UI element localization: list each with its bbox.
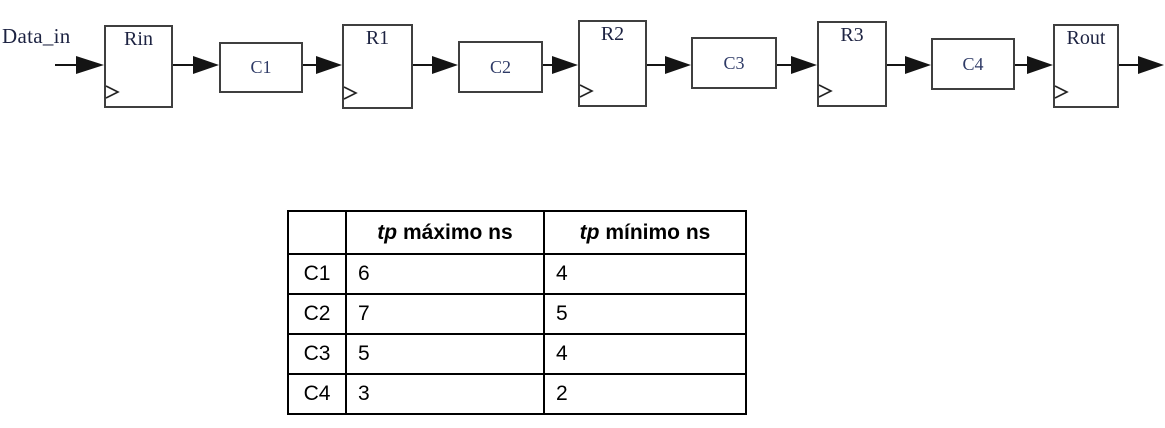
tp-symbol: tp [377,220,398,244]
row-label: C3 [287,333,347,375]
register-label: R3 [840,24,864,46]
clock-input-icon [818,84,833,98]
register-rout: Rout [1053,24,1119,108]
arrow-r3-to-c4-icon [887,56,931,74]
arrow-c1-to-r1-icon [303,56,342,74]
arrow-r2-to-c3-icon [647,56,691,74]
tp-max-value: 3 [345,373,545,415]
register-label: R2 [600,23,625,45]
tp-max-value: 7 [345,293,545,335]
arrow-c4-to-rout-icon [1015,56,1053,74]
logic-block-label: C3 [723,52,745,73]
row-label: C2 [287,293,347,335]
logic-block-c3: C3 [691,37,777,89]
arrow-rin-to-c1-icon [173,56,219,74]
register-label: Rin [124,28,153,50]
clock-input-icon [105,85,120,99]
logic-block-label: C1 [250,57,272,77]
table-row: C3 5 4 [287,333,747,375]
table-row: C2 7 5 [287,293,747,335]
col-header-text: mínimo ns [605,220,711,244]
table-row: C4 3 2 [287,373,747,415]
row-label: C1 [287,253,347,295]
row-label: C4 [287,373,347,415]
register-r2: R2 [578,20,647,107]
data-in-label: Data_in [2,24,71,48]
tp-max-value: 6 [345,253,545,295]
tp-min-value: 4 [543,253,747,295]
tp-symbol: tp [579,220,600,244]
clock-input-icon [343,86,358,100]
col-header-text: máximo ns [402,220,513,244]
logic-block-label: C4 [962,53,984,74]
logic-block-c1: C1 [219,42,303,93]
table-corner-cell [287,210,347,255]
tp-min-value: 5 [543,293,747,335]
tp-min-value: 4 [543,333,747,375]
register-rin: Rin [104,25,173,108]
tp-max-value: 5 [345,333,545,375]
arrow-c3-to-r3-icon [777,56,817,74]
data-out-arrow-icon [1119,56,1164,74]
tp-min-value: 2 [543,373,747,415]
clock-input-icon [579,84,594,98]
arrow-c2-to-r2-icon [543,56,578,74]
register-r1: R1 [342,24,413,109]
table-row: C1 6 4 [287,253,747,295]
logic-block-c4: C4 [931,38,1015,90]
arrow-r1-to-c2-icon [413,56,458,74]
clock-input-icon [1054,85,1069,99]
register-r3: R3 [817,21,887,107]
data-in-arrow-icon [55,56,104,74]
register-label: R1 [365,27,390,49]
logic-block-c2: C2 [458,41,543,93]
logic-block-label: C2 [489,56,511,77]
register-label: Rout [1066,27,1106,49]
